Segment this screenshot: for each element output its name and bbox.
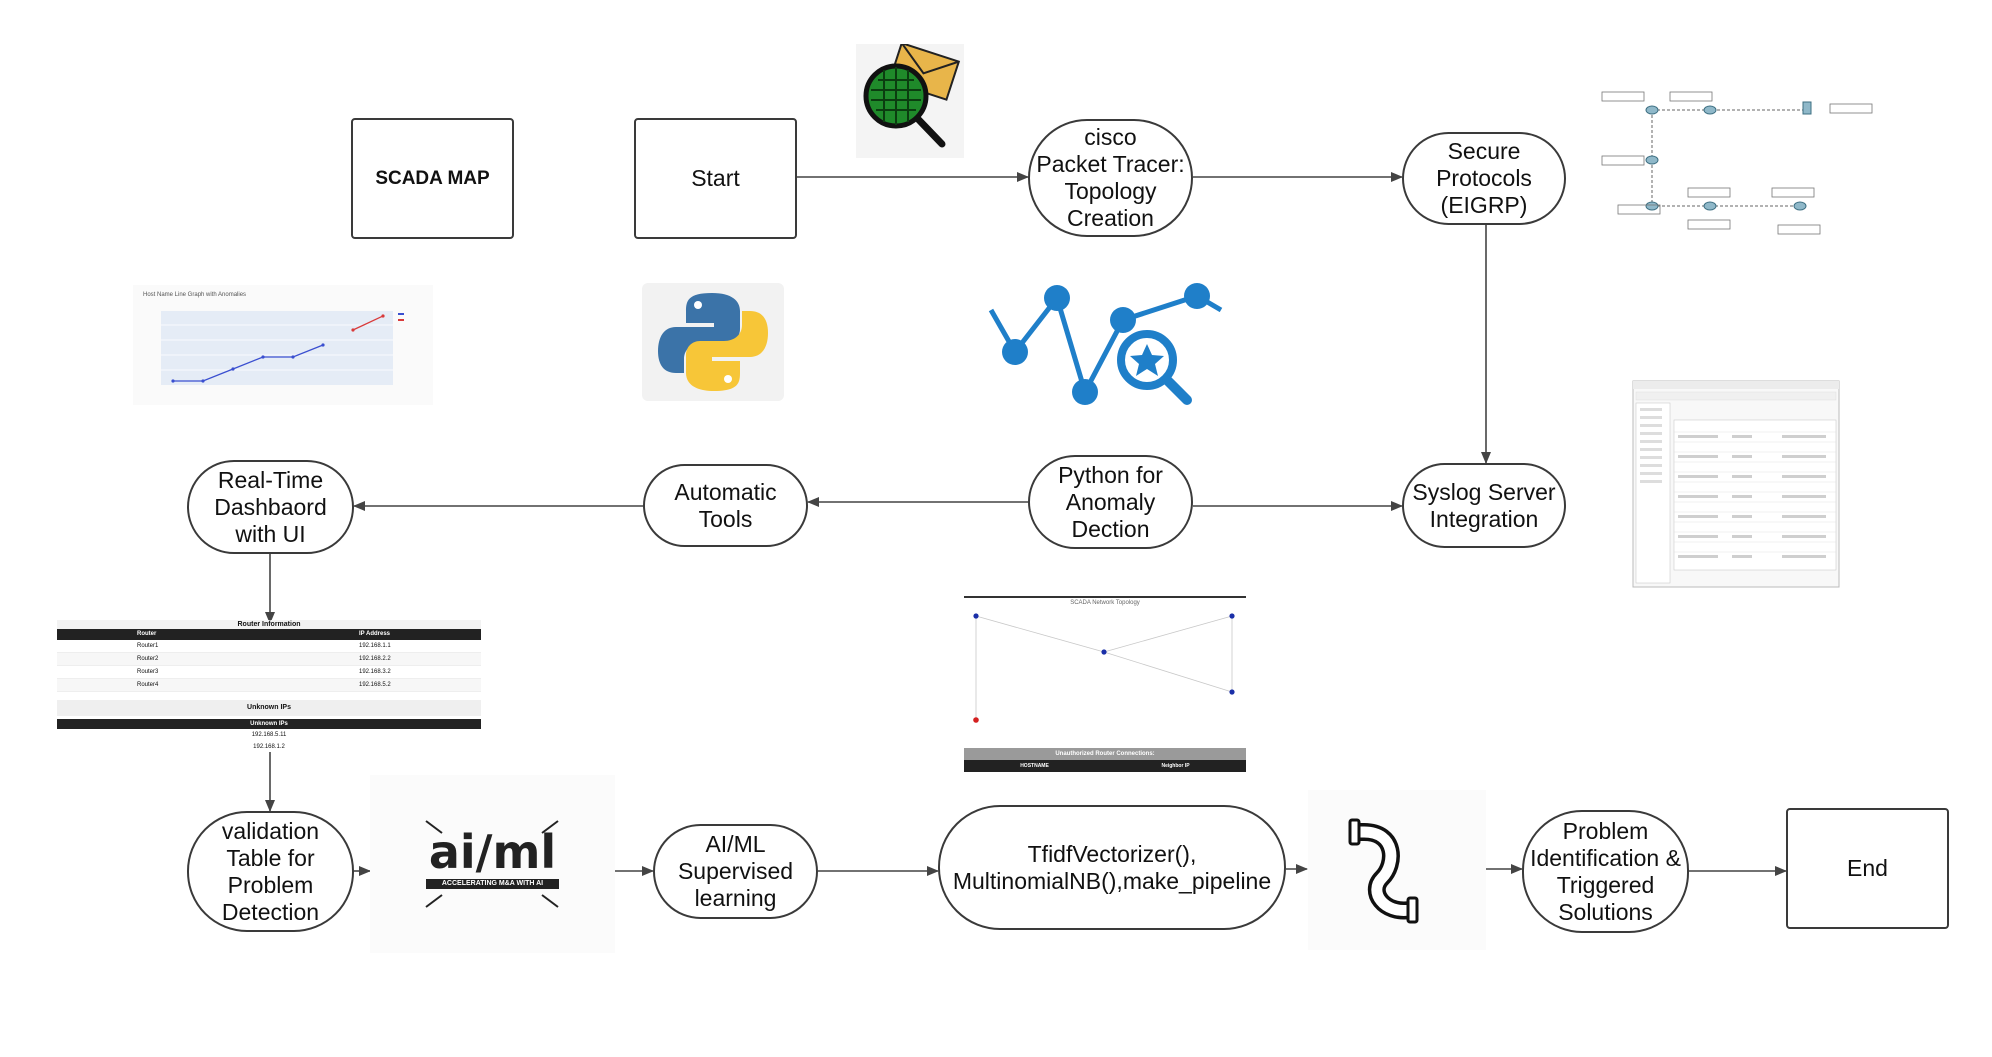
- router-info-table: Router Information Router IP Address Rou…: [57, 620, 481, 752]
- router-col-header: Router: [137, 631, 157, 637]
- node-end: End: [1786, 808, 1949, 929]
- router-table-header: Router IP Address: [57, 629, 481, 640]
- node-python-anomaly: Python for Anomaly Dection: [1028, 455, 1193, 549]
- topology-title: SCADA Network Topology: [1070, 600, 1140, 606]
- node-automatic-tools: Automatic Tools: [643, 464, 808, 547]
- node-start: Start: [634, 118, 797, 239]
- node-problem-identification: Problem Identification & Triggered Solut…: [1522, 810, 1689, 933]
- router-cell: Router3: [137, 669, 159, 675]
- syslog-window-thumbnail: [1632, 380, 1840, 588]
- ip-cell: 192.168.5.2: [359, 682, 391, 688]
- node-dashboard: Real-Time Dashbaord with UI: [187, 460, 354, 554]
- node-cisco-topology: cisco Packet Tracer: Topology Creation: [1028, 119, 1193, 237]
- anomaly-graph-icon: [988, 283, 1223, 405]
- network-topology-thumbnail: [1601, 91, 1873, 235]
- router-cell: Router4: [137, 682, 159, 688]
- unknown-ips-title: Unknown IPs: [57, 700, 481, 716]
- table-row: Router2 192.168.2.2: [57, 653, 481, 666]
- pipe-icon: [1308, 790, 1486, 950]
- hostname-col: HOSTNAME: [1020, 763, 1049, 769]
- magnifier-envelope-icon: [856, 44, 964, 158]
- ip-cell: 192.168.3.2: [359, 669, 391, 675]
- table-row: Router3 192.168.3.2: [57, 666, 481, 679]
- router-cell: Router2: [137, 656, 159, 662]
- aiml-logo-rays: [425, 820, 559, 908]
- table-row: Router1 192.168.1.1: [57, 640, 481, 653]
- ip-cell: 192.168.1.1: [359, 643, 391, 649]
- python-logo-icon: [642, 283, 784, 401]
- unknown-ip-row: 192.168.1.2: [253, 744, 285, 750]
- aiml-logo-tagline: ACCELERATING M&A WITH AI: [426, 879, 559, 889]
- aiml-logo: ai/ml ACCELERATING M&A WITH AI: [370, 775, 615, 953]
- node-tfidf-pipeline: TfidfVectorizer(), MultinomialNB(),make_…: [938, 805, 1286, 930]
- aiml-logo-text: ai/ml: [428, 825, 557, 879]
- table-row: Router4 192.168.5.2: [57, 679, 481, 692]
- node-secure-protocols: Secure Protocols (EIGRP): [1402, 132, 1566, 225]
- unauthorized-connections-title: Unauthorized Router Connections:: [964, 748, 1246, 760]
- unknown-ip-row: 192.168.5.11: [251, 732, 287, 738]
- topology-graph: [973, 613, 1235, 723]
- router-table-title: Router Information: [57, 620, 481, 629]
- router-cell: Router1: [137, 643, 159, 649]
- node-scada-map: SCADA MAP: [351, 118, 514, 239]
- node-aiml-supervised: AI/ML Supervised learning: [653, 824, 818, 919]
- neighbor-ip-col: Neighbor IP: [1161, 763, 1190, 769]
- unknown-ips-header: Unknown IPs: [57, 719, 481, 729]
- node-validation-table: validation Table for Problem Detection: [187, 811, 354, 932]
- unauthorized-connections-header: HOSTNAME Neighbor IP: [964, 760, 1246, 772]
- node-syslog-server: Syslog Server Integration: [1402, 463, 1566, 548]
- scada-network-topology-thumbnail: SCADA Network Topology Unauthorized Rout…: [964, 596, 1246, 774]
- line-chart-thumb-title: Host Name Line Graph with Anomalies: [143, 292, 246, 298]
- ip-col-header: IP Address: [359, 631, 391, 637]
- ip-cell: 192.168.2.2: [359, 656, 391, 662]
- line-chart-thumbnail: Host Name Line Graph with Anomalies: [133, 285, 433, 405]
